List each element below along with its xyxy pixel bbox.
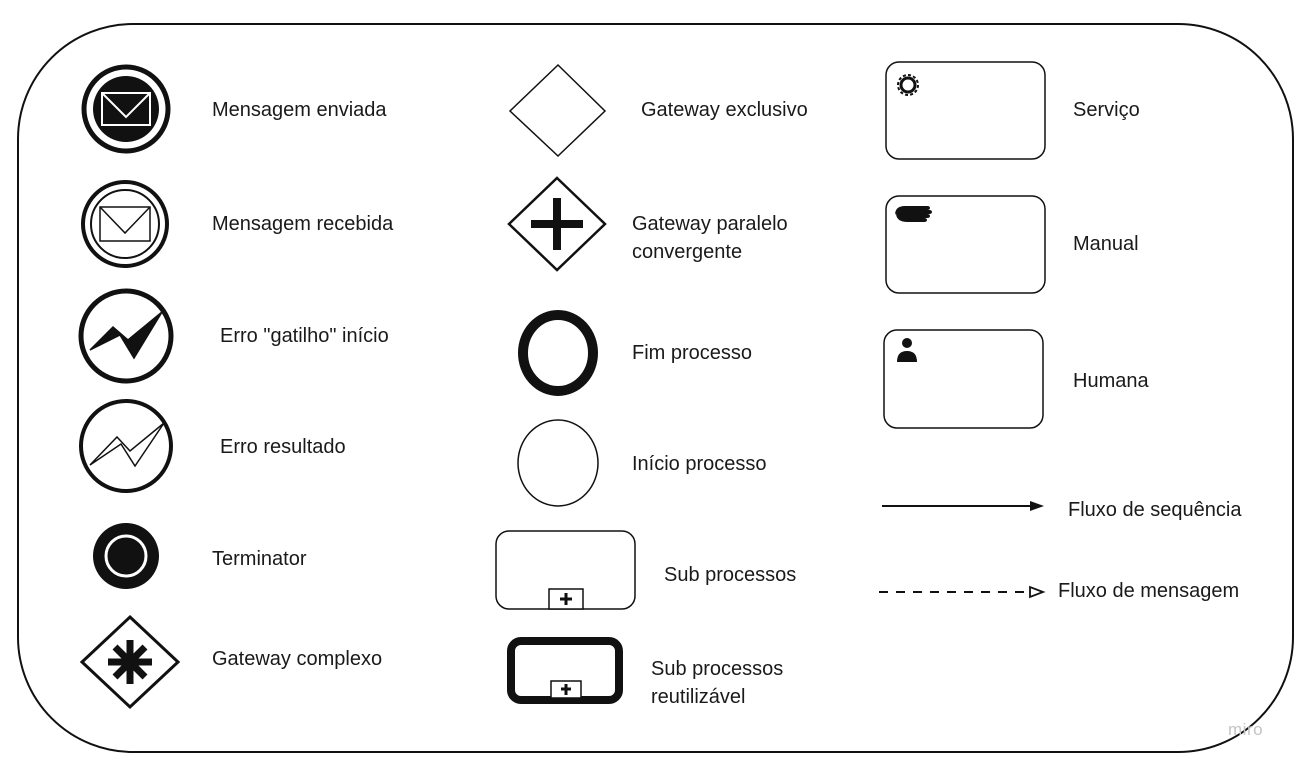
message-flow-arrow [879,585,1046,599]
message-throw-icon [81,64,171,154]
label-subprocess: Sub processos [664,564,797,586]
error-start-icon [78,288,174,384]
label-sequence-flow: Fluxo de sequência [1068,499,1242,521]
sequence-flow-arrow [882,501,1044,511]
call-activity-icon [507,637,623,704]
start-event-icon [517,419,599,507]
miro-watermark: miro [1228,720,1264,739]
manual-task-icon [885,195,1046,294]
label-subprocess-reusable-1: Sub processos [651,658,784,680]
label-msg-received: Mensagem recebida [212,213,394,235]
label-service: Serviço [1073,99,1140,121]
user-task-icon [883,329,1044,429]
label-message-flow: Fluxo de mensagem [1058,580,1240,602]
parallel-gateway-icon [507,176,607,272]
label-msg-sent: Mensagem enviada [212,99,387,121]
label-subprocess-reusable-2: reutilizável [651,686,746,708]
label-gateway-exclusive: Gateway exclusivo [641,99,808,121]
error-end-icon [79,399,173,493]
label-error-result: Erro resultado [220,436,346,458]
terminate-icon [93,523,159,589]
exclusive-gateway-icon [508,63,607,158]
label-start-process: Início processo [632,453,767,475]
label-error-trigger: Erro "gatilho" início [220,325,389,347]
complex-gateway-icon [79,614,181,710]
label-gateway-complex: Gateway complexo [212,648,383,670]
label-gateway-parallel-2: convergente [632,241,743,263]
label-terminator: Terminator [212,548,307,570]
service-task-icon [885,61,1046,160]
label-manual: Manual [1073,233,1139,255]
label-end-process: Fim processo [632,342,753,364]
message-catch-icon [81,180,169,268]
label-gateway-parallel-1: Gateway paralelo [632,213,788,235]
end-event-icon [518,310,598,396]
label-human: Humana [1073,370,1149,392]
subprocess-icon [495,530,636,610]
